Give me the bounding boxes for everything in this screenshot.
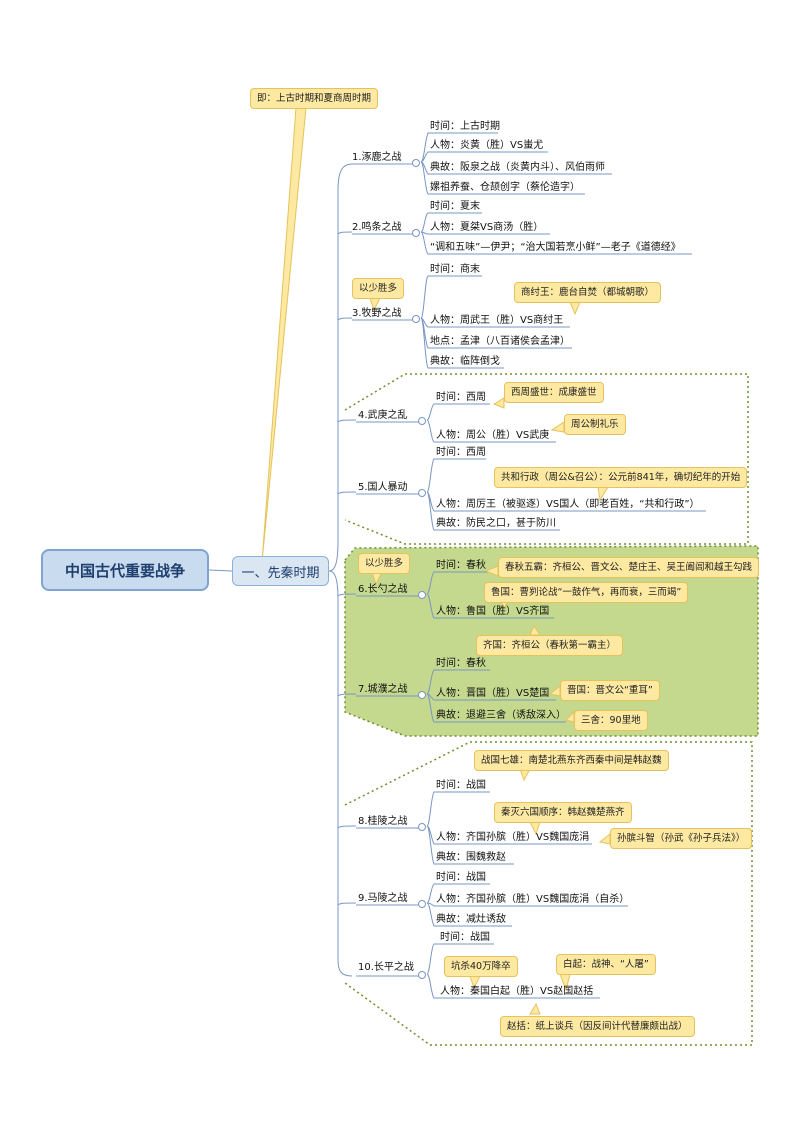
leaf-item[interactable]: 地点：孟津（八百诸侯会孟津） — [430, 336, 570, 347]
callout-xizhou-sheng: 西周盛世：成康盛世 — [504, 382, 604, 403]
battle-title[interactable]: 8.桂陵之战 — [358, 816, 408, 827]
collapse-toggle[interactable] — [412, 229, 420, 237]
battle-title[interactable]: 1.涿鹿之战 — [352, 152, 402, 163]
leaf-item[interactable]: 时间：春秋 — [436, 658, 486, 669]
callout-zhaokuo: 赵括：纸上谈兵（因反间计代替廉颇出战） — [500, 1016, 695, 1037]
battle-title[interactable]: 7.城濮之战 — [358, 684, 408, 695]
period-note-pointer — [261, 107, 307, 563]
battle-title[interactable]: 3.牧野之战 — [352, 308, 402, 319]
battle-title[interactable]: 5.国人暴动 — [358, 482, 408, 493]
root-topic[interactable]: 中国古代重要战争 — [41, 549, 209, 591]
branch-xianqin[interactable]: 一、先秦时期 — [232, 556, 329, 586]
leaf-item[interactable]: 时间：上古时期 — [430, 121, 500, 132]
leaf-item[interactable]: 人物：炎黄（胜）VS蚩尤 — [430, 140, 544, 151]
group-frame-xizhou — [344, 373, 749, 545]
collapse-toggle[interactable] — [418, 417, 426, 425]
leaf-item[interactable]: 时间：战国 — [440, 932, 490, 943]
spine-branches — [337, 231, 357, 906]
callout-yishao: 以少胜多 — [352, 278, 405, 299]
leaf-item[interactable]: 时间：西周 — [436, 392, 486, 403]
leaf-item[interactable]: 典故：退避三舍（诱敌深入） — [436, 710, 566, 721]
battle-title[interactable]: 10.长平之战 — [358, 962, 414, 973]
callout-sunbin: 孙膑斗智（孙武《孙子兵法》） — [610, 828, 753, 849]
leaf-item[interactable]: 典故：临阵倒戈 — [430, 356, 500, 367]
callout-luguo: 鲁国：曹刿论战“一鼓作气，再而衰，三而竭” — [484, 582, 689, 603]
callout-sanshe: 三舍：90里地 — [574, 710, 648, 731]
collapse-toggle[interactable] — [418, 971, 426, 979]
leaf-item[interactable]: 人物：晋国（胜）VS楚国 — [436, 688, 550, 699]
callout-yishao: 以少胜多 — [358, 553, 411, 574]
collapse-toggle[interactable] — [418, 823, 426, 831]
leaf-item[interactable]: 人物：夏桀VS商汤（胜） — [430, 222, 544, 233]
leaf-item[interactable]: 人物：周厉王（被驱逐）VS国人（即老百姓，“共和行政”） — [436, 499, 700, 510]
callout-zhougong: 周公制礼乐 — [564, 414, 626, 435]
leaf-item[interactable]: 人物：周公（胜）VS武庚 — [436, 430, 550, 441]
leaf-item[interactable]: “调和五味”—伊尹；“治大国若烹小鲜”—老子《道德经》 — [430, 242, 681, 253]
battle-title[interactable]: 4.武庚之乱 — [358, 410, 408, 421]
leaf-item[interactable]: 时间：春秋 — [436, 560, 486, 571]
collapse-toggle[interactable] — [418, 900, 426, 908]
leaf-item[interactable]: 人物：齐国孙膑（胜）VS魏国庞涓（自杀） — [436, 894, 630, 905]
battle-title[interactable]: 2.鸣条之战 — [352, 222, 402, 233]
leaf-item[interactable]: 嫘祖养蚕、仓颉创字（蔡伦造字） — [430, 182, 580, 193]
leaf-item[interactable]: 时间：战国 — [436, 872, 486, 883]
collapse-toggle[interactable] — [418, 489, 426, 497]
battle-title[interactable]: 6.长勺之战 — [358, 584, 408, 595]
callout-baiqi: 白起：战神、“人屠” — [556, 954, 656, 975]
collapse-toggle[interactable] — [418, 691, 426, 699]
collapse-toggle[interactable] — [412, 315, 420, 323]
callout-zhanguo-qixiong: 战国七雄：南楚北燕东齐西秦中间是韩赵魏 — [474, 750, 669, 771]
callout-period-note: 即：上古时期和夏商周时期 — [250, 88, 379, 109]
leaf-item[interactable]: 人物：鲁国（胜）VS齐国 — [436, 606, 550, 617]
leaf-item[interactable]: 典故：减灶诱敌 — [436, 914, 506, 925]
leaf-item[interactable]: 人物：齐国孙膑（胜）VS魏国庞涓 — [436, 832, 590, 843]
collapse-toggle[interactable] — [418, 591, 426, 599]
leaf-item[interactable]: 时间：商末 — [430, 264, 480, 275]
callout-jinguo: 晋国：晋文公“重耳” — [560, 680, 660, 701]
leaf-item[interactable]: 典故：阪泉之战（炎黄内斗）、风伯雨师 — [430, 162, 605, 173]
callout-shangzhou: 商纣王：鹿台自焚（都城朝歌） — [514, 282, 662, 303]
callout-chunqiu-wuba: 春秋五霸：齐桓公、晋文公、楚庄王、吴王阖闾和越王勾践 — [498, 557, 760, 578]
battle-title[interactable]: 9.马陵之战 — [358, 893, 408, 904]
callout-gonghe: 共和行政（周公&召公）：公元前841年，确切纪年的开始 — [494, 467, 748, 488]
leaf-item[interactable]: 时间：西周 — [436, 447, 486, 458]
group-frame-zhanguo — [344, 741, 753, 1046]
callout-qinmie: 秦灭六国顺序：韩赵魏楚燕齐 — [494, 802, 632, 823]
leaf-item[interactable]: 时间：夏末 — [430, 201, 480, 212]
callout-kengsha: 坑杀40万降卒 — [444, 956, 518, 977]
leaf-item[interactable]: 典故：防民之口，甚于防川 — [436, 518, 556, 529]
leaf-item[interactable]: 时间：战国 — [436, 780, 486, 791]
callout-qiguo: 齐国：齐桓公（春秋第一霸主） — [476, 635, 624, 656]
leaf-item[interactable]: 人物：秦国白起（胜）VS赵国赵括 — [440, 986, 594, 997]
collapse-toggle[interactable] — [412, 159, 420, 167]
leaf-item[interactable]: 人物：周武王（胜）VS商纣王 — [430, 315, 564, 326]
leaf-item[interactable]: 典故：围魏救赵 — [436, 852, 506, 863]
